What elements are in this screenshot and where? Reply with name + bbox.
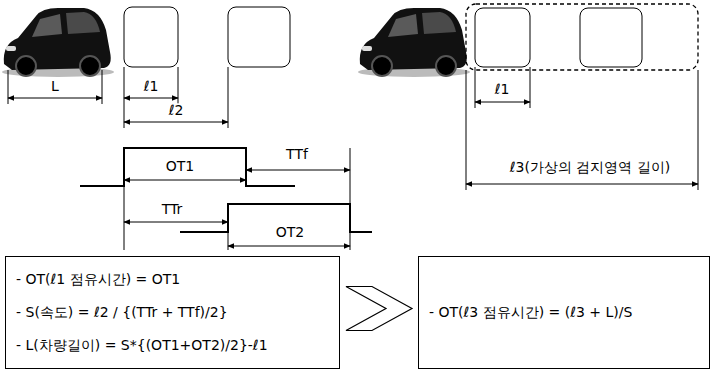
chevron-arrow — [346, 287, 412, 331]
car-icon — [2, 8, 114, 77]
dimension-arrow — [124, 122, 228, 123]
dimension-arrow — [124, 98, 178, 99]
virtual-zone — [466, 4, 698, 70]
formula-text: - L(차량길이) = S*{(OT1+OT2)/2}-ℓ1 — [16, 337, 329, 354]
dimension-label: ℓ1 — [142, 79, 161, 94]
loop-detector — [580, 8, 642, 67]
extension-line — [475, 67, 530, 108]
signal-waveforms — [80, 148, 372, 232]
formula-text: - S(속도) = ℓ2 / {(TTr + TTf)/2} — [16, 304, 329, 321]
car-icon — [358, 8, 470, 77]
dimension-label: ℓ2 — [167, 103, 186, 118]
dimension-label: ℓ3(가상의 검지영역 길이) — [508, 160, 673, 175]
formula-text: - OT(ℓ3 점유시간) = (ℓ3 + L)/S — [429, 304, 699, 321]
dimension-label: TTf — [284, 147, 310, 162]
dimension-label: L — [49, 79, 61, 94]
loops — [124, 4, 698, 70]
dimension-arrow — [124, 180, 246, 181]
extension-lines — [8, 67, 698, 250]
dimension-label: ℓ1 — [493, 82, 512, 97]
extension-line — [124, 148, 350, 250]
dimension-arrow — [124, 222, 228, 223]
loop-detector — [124, 7, 178, 67]
dimension-arrow — [246, 170, 350, 171]
dimension-arrow — [8, 98, 102, 99]
formula-text: - OT(ℓ1 점유시간) = OT1 — [16, 271, 329, 288]
loop-detector — [228, 7, 290, 67]
extension-line — [124, 67, 228, 128]
dimension-label: TTr — [160, 202, 185, 217]
signal-waveform — [80, 148, 295, 186]
dimension-label: OT2 — [274, 225, 306, 240]
dimension-arrow — [228, 246, 350, 247]
extension-line — [8, 70, 102, 104]
dimension-label: OT1 — [164, 159, 196, 174]
dimension-arrow — [475, 102, 530, 103]
loop-detector — [475, 8, 530, 67]
dimension-arrow — [466, 184, 698, 185]
formula-box: - OT(ℓ3 점유시간) = (ℓ3 + L)/S — [418, 256, 710, 369]
extension-line — [466, 70, 698, 190]
dimension-arrows — [8, 98, 698, 246]
formula-box: - OT(ℓ1 점유시간) = OT1 - S(속도) = ℓ2 / {(TTr … — [5, 256, 340, 369]
